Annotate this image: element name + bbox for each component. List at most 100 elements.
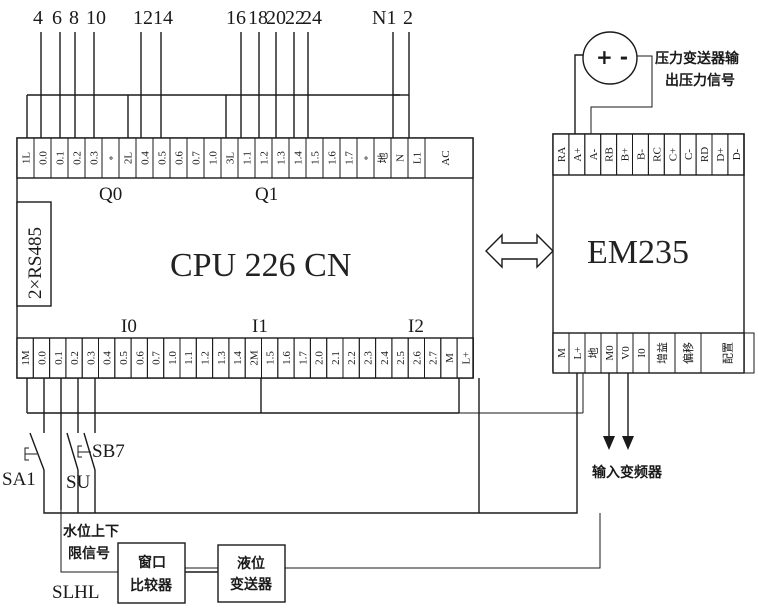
label-sb7: SB7 <box>92 441 125 462</box>
wire-number: 4 <box>33 7 43 29</box>
input-wiring: SA1 SB7 SU <box>2 373 601 573</box>
terminal-label: C+ <box>667 148 679 162</box>
terminal-label: 1.0 <box>208 151 220 165</box>
arrow-down-icon <box>622 436 634 450</box>
terminal: 配置 <box>700 332 755 374</box>
output-wiring: 4 6 8 10 12 14 16 18 20 22 24 N1 2 <box>26 7 413 138</box>
label-su: SU <box>66 472 91 493</box>
pressure-sensor: + - 压力变送器输 出压力信号 <box>574 31 740 134</box>
terminal-label: 0.7 <box>151 351 163 365</box>
level-transmitter-line2: 变送器 <box>230 576 273 593</box>
terminal-label: 1.1 <box>242 151 254 165</box>
switch-su <box>66 432 79 471</box>
terminal-label: 1.7 <box>297 351 309 365</box>
level-transmitter-line1: 液位 <box>237 555 265 572</box>
terminal-label: 0.0 <box>38 151 50 165</box>
terminal-label: B+ <box>620 148 632 162</box>
wire-number-n1: N1 <box>372 7 396 29</box>
pressure-sensor-label-line1: 压力变送器输 <box>655 50 740 67</box>
label-slhl: SLHL <box>52 582 100 603</box>
terminal-label: 0.6 <box>134 351 146 365</box>
terminal-label: 1L <box>21 152 33 165</box>
terminal-label: 0.5 <box>157 151 169 165</box>
terminal-label: B- <box>635 149 647 160</box>
em235-title: EM235 <box>587 234 689 271</box>
terminal-label: 1M <box>20 350 32 366</box>
terminal-label: 1.2 <box>259 151 271 165</box>
cpu-title: CPU 226 CN <box>170 247 351 284</box>
terminal-label: 2.3 <box>362 351 374 365</box>
level-transmitter: 液位 变送器 <box>217 544 286 603</box>
terminal-label: 2.5 <box>395 351 407 365</box>
terminal-label: 0.7 <box>191 151 203 165</box>
inverter-label: 输入变频器 <box>592 464 663 481</box>
cpu-top-terminal-strip <box>16 137 474 179</box>
terminal-label: 1.1 <box>183 351 195 365</box>
wire-number: 6 <box>52 7 62 29</box>
group-label-q0: Q0 <box>99 184 122 205</box>
terminal-label: 0.1 <box>55 151 67 165</box>
terminal-label: 2.0 <box>314 351 326 365</box>
terminal-label: 1.4 <box>293 151 305 165</box>
terminal-label: C- <box>683 149 695 160</box>
terminal-label: 1.7 <box>344 151 356 165</box>
pressure-sensor-label-line2: 出压力信号 <box>665 72 735 89</box>
wire-number: 10 <box>86 7 106 29</box>
terminal-label: M0 <box>604 345 616 361</box>
terminal-label: 1.6 <box>281 351 293 365</box>
terminal-label: RC <box>651 147 663 162</box>
terminal-label: 1.3 <box>276 151 288 165</box>
terminal-cell <box>727 133 745 176</box>
terminal-label: D+ <box>715 147 727 161</box>
terminal-label: 3L <box>225 152 237 165</box>
terminal-label: V0 <box>620 346 632 360</box>
group-label-q1: Q1 <box>255 184 278 205</box>
window-comparator-line2: 比较器 <box>130 577 173 594</box>
terminal-label: 0.6 <box>174 151 186 165</box>
terminal-label: 0.2 <box>72 151 84 165</box>
terminal-label: 0.4 <box>140 151 152 165</box>
rs485-label: 2×RS485 <box>25 227 46 299</box>
terminal-label: 配置 <box>722 342 735 364</box>
sensor-polarity: + - <box>596 45 628 69</box>
terminal-label: 1.4 <box>232 351 244 365</box>
terminal-label: 2.6 <box>411 351 423 365</box>
group-label-i1: I1 <box>252 316 268 337</box>
rs485-port <box>16 201 52 307</box>
window-comparator-box <box>117 542 186 604</box>
terminal-label: L+ <box>572 347 584 360</box>
terminal-label: 偏移 <box>681 342 695 364</box>
terminal-label: L+ <box>460 352 472 365</box>
terminal-label: 0.3 <box>89 151 101 165</box>
wire-number: 22 <box>285 7 305 29</box>
terminal-label: 2.7 <box>428 351 440 365</box>
terminal-label: 0.3 <box>85 351 97 365</box>
switch-sa1 <box>29 432 45 471</box>
terminal: L+ <box>456 337 474 379</box>
terminal-label: 2M <box>248 350 260 366</box>
terminal-label: 地 <box>587 348 600 359</box>
wire-number: 12 <box>133 7 153 29</box>
wire-number: 24 <box>302 7 322 29</box>
bus-connection-arrow-icon <box>485 233 554 269</box>
terminal-cell <box>700 332 755 374</box>
terminal-label: 2.4 <box>379 351 391 365</box>
terminal-label: 1.5 <box>310 151 322 165</box>
terminal-label: D- <box>731 148 743 160</box>
terminal-label: 0.4 <box>102 351 114 365</box>
terminal-label: 0.1 <box>53 351 65 365</box>
inverter-output: 输入变频器 <box>592 373 663 481</box>
terminal-label: N <box>395 154 407 162</box>
terminal-label: I0 <box>636 348 648 358</box>
group-label-i2: I2 <box>408 316 424 337</box>
terminal-label: 0.0 <box>36 351 48 365</box>
terminal-cell <box>456 337 474 379</box>
pressure-sensor-symbol <box>582 31 638 85</box>
wire-number-2: 2 <box>403 7 413 29</box>
terminal-label: A+ <box>572 147 584 161</box>
